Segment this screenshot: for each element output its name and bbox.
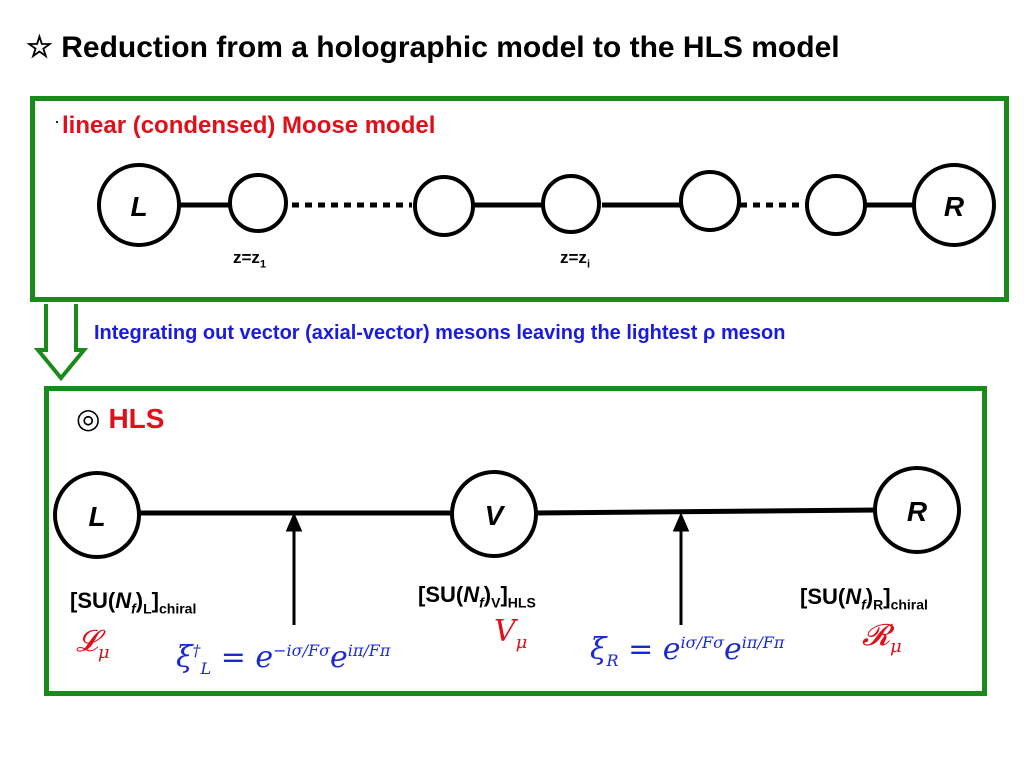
bullet-icon: · xyxy=(54,111,60,131)
hls-link-right xyxy=(535,507,879,516)
moose-model-label: linear (condensed) Moose model xyxy=(62,112,436,139)
hls-label: HLS xyxy=(108,403,165,434)
moose-node xyxy=(541,174,601,234)
page-title: ☆ Reduction from a holographic model to … xyxy=(26,31,840,64)
arrow-head-icon xyxy=(672,512,690,532)
field-center: Vμ xyxy=(494,614,528,653)
double-circle-icon: ◎ xyxy=(76,403,101,434)
field-right: 𝓡μ xyxy=(862,618,902,657)
hls-chain xyxy=(138,507,879,516)
moose-model-box xyxy=(30,96,1009,302)
hls-node-l xyxy=(53,471,141,559)
moose-node-l-label: L xyxy=(130,191,147,222)
reduction-arrow-icon xyxy=(33,304,89,382)
moose-node xyxy=(679,170,741,232)
moose-node xyxy=(413,175,475,237)
hls-node-v xyxy=(450,470,538,558)
hls-node-l-label: L xyxy=(88,501,105,532)
field-left: 𝓛μ xyxy=(76,624,110,663)
hls-box xyxy=(44,386,987,696)
hls-arrows xyxy=(285,512,690,625)
xi-left-formula: ξ†L = e−iσ/Fσeiπ/Fπ xyxy=(176,640,391,678)
moose-node-r xyxy=(912,163,996,247)
moose-node xyxy=(805,174,867,236)
xi-right-formula: ξR = eiσ/Fσeiπ/Fπ xyxy=(590,632,785,670)
z1-label: z=z1 xyxy=(233,248,267,271)
moose-node xyxy=(228,173,288,233)
hls-node-v-label: V xyxy=(485,500,506,531)
moose-nodes xyxy=(97,163,996,247)
moose-model-heading: ·linear (condensed) Moose model xyxy=(54,111,436,140)
group-center: [SU(Nf)V]HLS xyxy=(418,582,536,611)
group-right: [SU(Nf)R]chiral xyxy=(800,584,928,613)
hls-node-r xyxy=(873,466,961,554)
hls-nodes xyxy=(53,466,961,559)
zi-label: z=zi xyxy=(560,248,590,271)
hls-node-r-label: R xyxy=(907,496,928,527)
moose-node-l xyxy=(97,163,181,247)
moose-node-r-label: R xyxy=(944,191,965,222)
integrating-out-note: Integrating out vector (axial-vector) me… xyxy=(94,322,786,344)
arrow-head-icon xyxy=(285,512,303,532)
group-left: [SU(Nf)L]chiral xyxy=(70,588,197,617)
hls-heading: ◎HLS xyxy=(76,402,164,435)
